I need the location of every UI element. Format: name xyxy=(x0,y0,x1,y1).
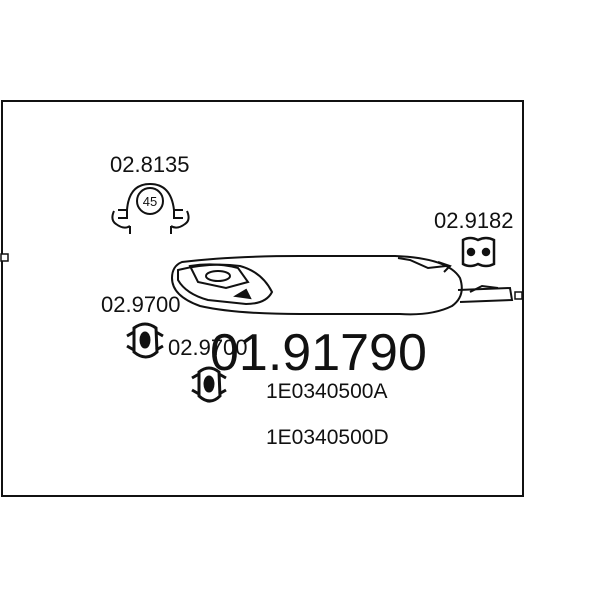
hanger-icon xyxy=(461,236,496,268)
part-label-02-9182: 02.9182 xyxy=(434,208,514,233)
rubber-mount-icon xyxy=(191,366,227,403)
left-edge-marker xyxy=(0,253,9,262)
diagram-frame xyxy=(1,100,524,497)
clamp-icon xyxy=(111,182,190,234)
rubber-mount-icon xyxy=(126,322,164,359)
clamp-size-label: 45 xyxy=(143,194,157,209)
right-edge-marker xyxy=(514,291,523,300)
part-label-02-9700-a: 02.9700 xyxy=(101,292,181,317)
oem-reference-1: 1E0340500A xyxy=(266,380,387,403)
main-part-number: 01.91790 xyxy=(210,324,427,382)
oem-reference-2: 1E0340500D xyxy=(266,426,389,449)
muffler-icon xyxy=(170,255,514,316)
part-label-02-8135: 02.8135 xyxy=(110,152,190,177)
part-label-02-9700-b: 02.9700 xyxy=(168,335,248,360)
